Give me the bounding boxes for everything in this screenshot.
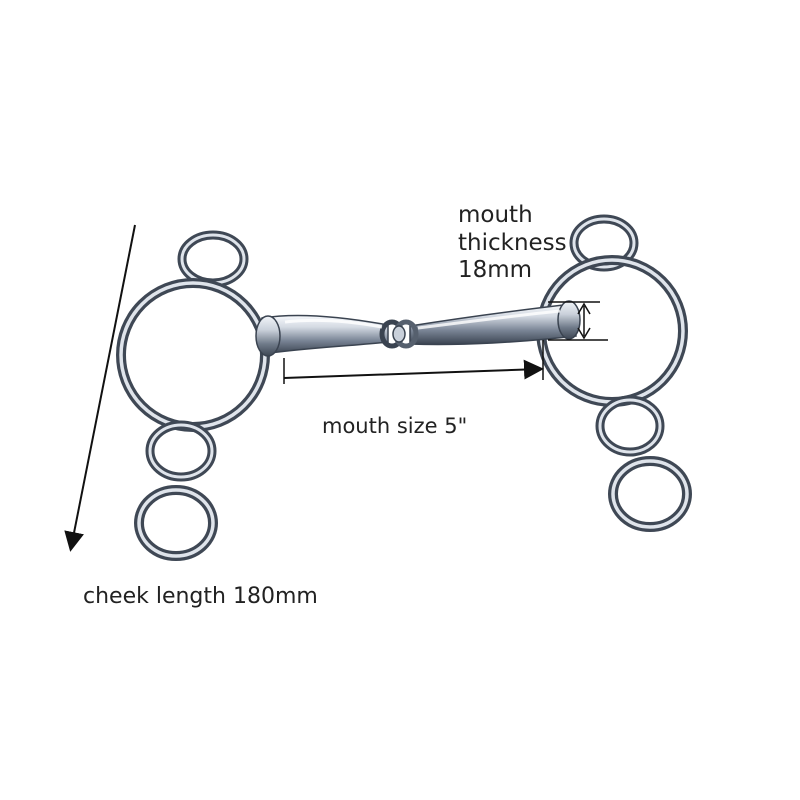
cheek-length-label: cheek length 180mm	[83, 584, 318, 609]
mouth-thickness-line-2: thickness	[458, 229, 567, 256]
left-cheek	[116, 230, 270, 561]
mouthpiece	[255, 300, 581, 357]
center-joint	[379, 319, 419, 349]
mouth-size-arrow	[283, 359, 544, 380]
cheek-length-arrow	[64, 224, 136, 552]
mouth-thickness-label: mouth thickness 18mm	[458, 202, 567, 285]
dimension-annotations	[64, 224, 608, 552]
mouth-thickness-line-1: mouth	[458, 202, 533, 228]
mouth-size-label: mouth size 5"	[322, 414, 468, 438]
mouth-thickness-marker	[548, 301, 608, 341]
mouth-thickness-line-3: 18mm	[458, 257, 533, 284]
right-cheek	[536, 214, 692, 532]
